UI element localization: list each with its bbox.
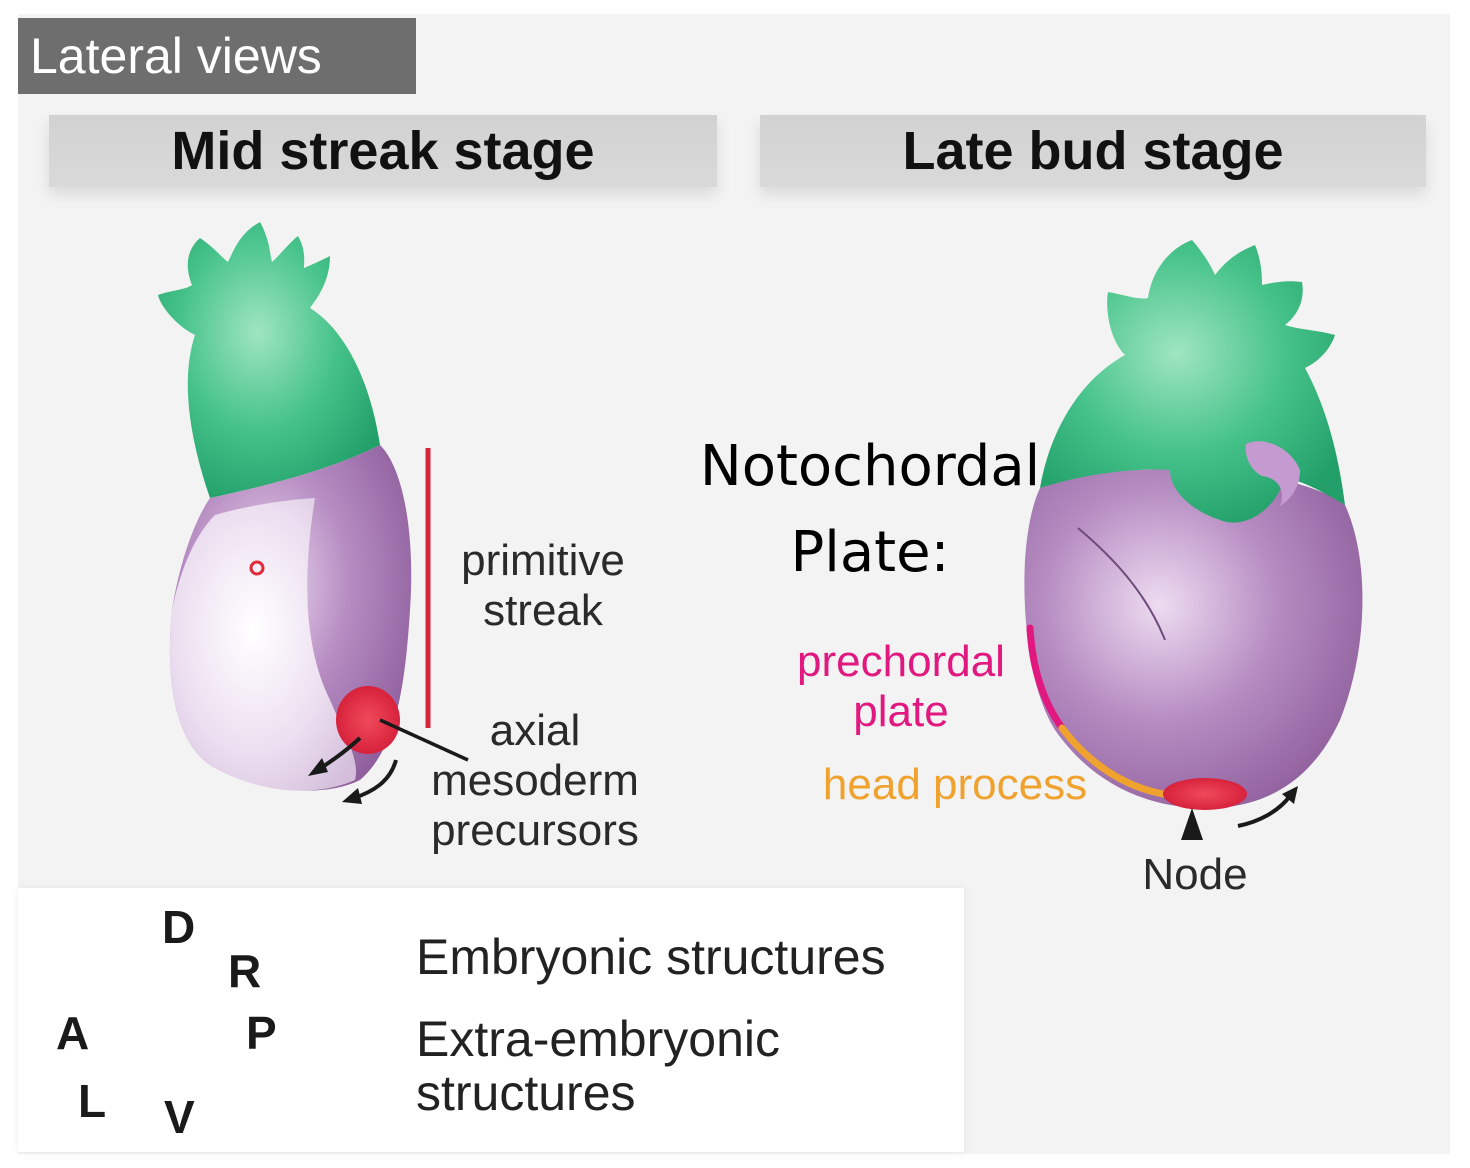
prechordal-plate-label: prechordal plate (772, 637, 1030, 737)
axial-mesoderm-label-line-1: axial (489, 706, 581, 755)
notochordal-plate-label-line-2: Plate: (790, 520, 950, 585)
late-notch (1245, 441, 1300, 506)
axial-mesoderm-label-line-2: mesoderm (431, 756, 639, 805)
prechordal-plate-label-line-2: plate (853, 687, 949, 736)
mid-extra-embryonic-region (158, 222, 380, 498)
primitive-streak-label-line-1: primitive (461, 536, 625, 585)
axis-label-right: R (228, 945, 262, 997)
notochordal-plate-label: Notochordal Plate: (690, 424, 1050, 596)
late-node (1163, 778, 1247, 810)
axial-mesoderm-pointer (379, 718, 469, 762)
primitive-streak-label-line-2: streak (483, 586, 603, 635)
late-bud-embryo (1024, 240, 1363, 840)
mid-marker-dot (249, 560, 265, 576)
mid-rotation-arrowhead-1 (308, 758, 328, 776)
late-rotation-arrow (1237, 794, 1292, 828)
prechordal-plate-label-line-1: prechordal (797, 637, 1005, 686)
notochordal-plate-label-line-1: Notochordal (699, 434, 1041, 499)
axis-label-ventral: V (164, 1091, 195, 1143)
late-rotation-arrowhead (1282, 786, 1298, 804)
legend-extra-embryonic-label: Extra-embryonic structures (416, 1012, 780, 1120)
mid-streak-stage-header: Mid streak stage (49, 115, 717, 187)
axial-mesoderm-label-line-3: precursors (431, 806, 639, 855)
late-bud-stage-header: Late bud stage (760, 115, 1426, 187)
legend-box (18, 888, 964, 1152)
legend-extra-embryonic-line-1: Extra-embryonic (416, 1011, 780, 1067)
node-label: Node (1142, 850, 1248, 899)
head-process-label: head process (822, 760, 1088, 809)
mid-pale-epiblast (169, 498, 356, 791)
mid-streak-embryo (158, 222, 412, 804)
legend-extra-embryonic-line-2: structures (416, 1065, 636, 1121)
late-groove-line (1077, 527, 1166, 641)
late-embryonic-region (1024, 469, 1363, 809)
primitive-streak-label: primitive streak (438, 536, 648, 636)
late-prechordal-plate (1026, 624, 1066, 732)
axis-label-left: L (78, 1075, 107, 1127)
lateral-views-tab: Lateral views (18, 18, 416, 94)
node-pointer-arrow (1181, 808, 1203, 840)
late-head-process (1058, 724, 1182, 800)
mid-axial-mesoderm-precursors (336, 686, 400, 754)
axial-mesoderm-label: axial mesoderm precursors (410, 706, 660, 856)
axis-label-posterior: P (246, 1007, 277, 1059)
legend-embryonic-label: Embryonic structures (416, 929, 886, 985)
axis-label-anterior: A (56, 1007, 90, 1059)
axis-label-dorsal: D (162, 901, 196, 953)
mid-rotation-arrowhead-2 (342, 788, 362, 804)
